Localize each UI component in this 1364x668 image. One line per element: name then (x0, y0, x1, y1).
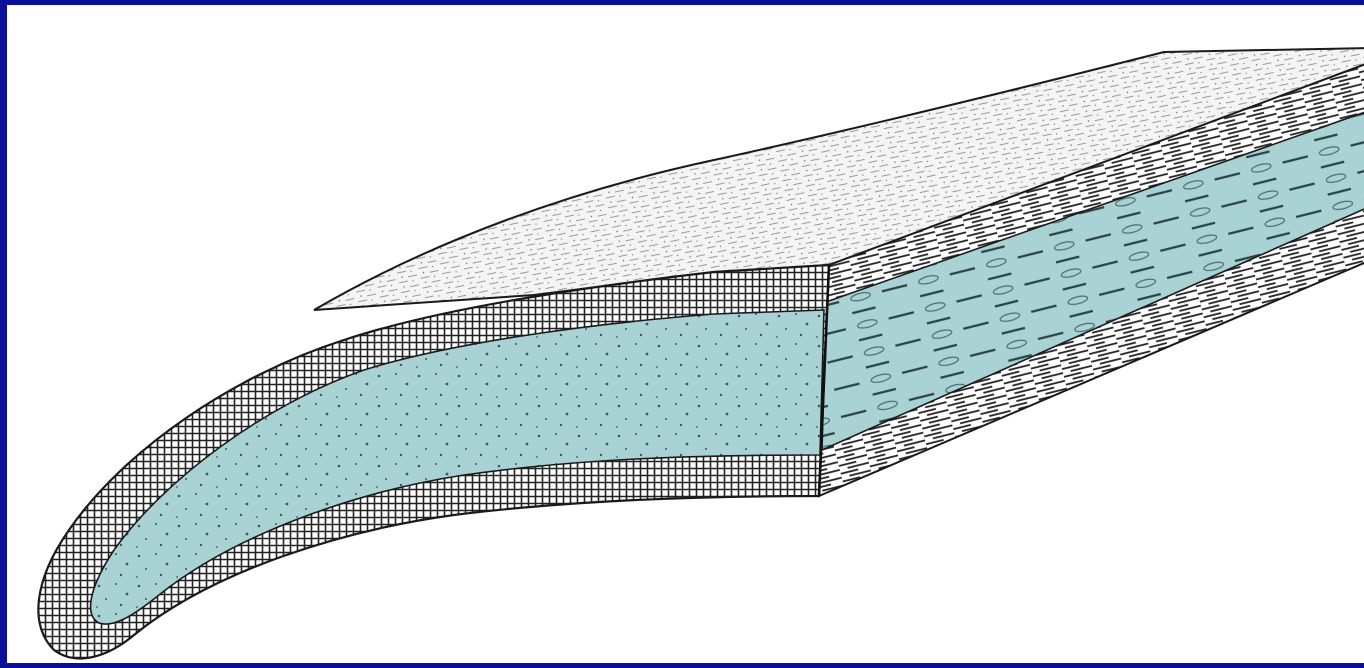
cut-section-illustration (14, 10, 1364, 668)
